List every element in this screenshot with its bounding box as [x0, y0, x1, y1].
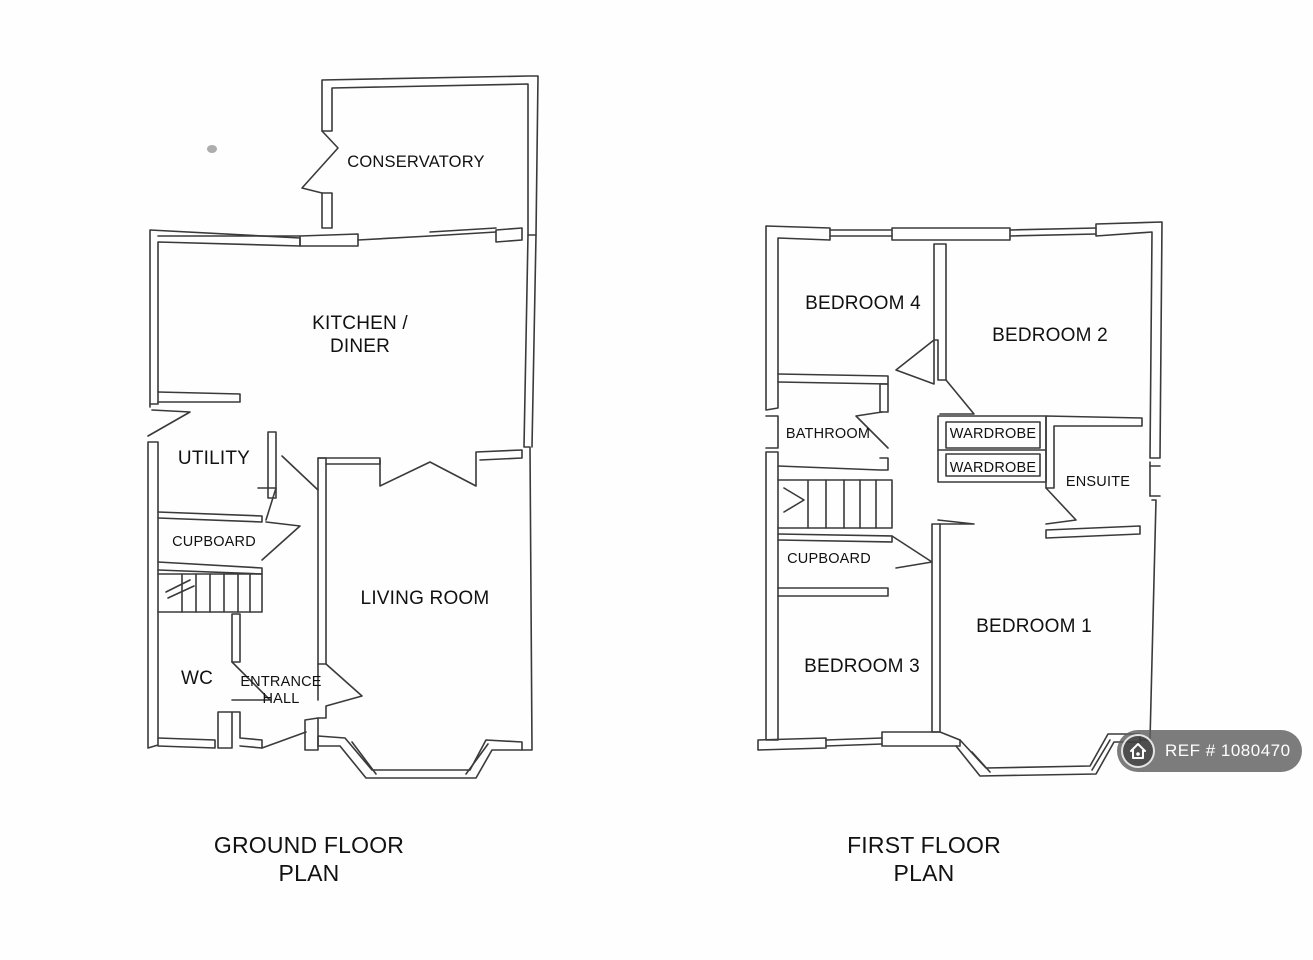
room-label-kitchen-diner: KITCHEN / DINER	[312, 313, 408, 357]
room-label-bedroom-4: BEDROOM 4	[805, 293, 921, 314]
ground-floor-walls	[147, 75, 539, 779]
room-label-ground-cupboard: CUPBOARD	[172, 534, 256, 550]
room-label-living-room: LIVING ROOM	[360, 588, 490, 609]
first-floor-walls	[757, 221, 1163, 777]
room-label-wardrobe-lower: WARDROBE	[949, 460, 1037, 476]
room-label-bathroom: BATHROOM	[785, 426, 871, 442]
room-label-first-cupboard: CUPBOARD	[787, 551, 871, 567]
room-label-bedroom-2: BEDROOM 2	[992, 325, 1108, 346]
room-label-wardrobe-upper: WARDROBE	[949, 426, 1037, 442]
room-label-utility: UTILITY	[177, 448, 251, 469]
ref-badge: REF # 1080470	[1117, 730, 1302, 772]
first-floor-title: FIRST FLOOR PLAN	[847, 832, 1001, 886]
room-label-bedroom-3: BEDROOM 3	[804, 656, 920, 677]
room-label-wc: WC	[180, 668, 214, 689]
ref-badge-text: REF # 1080470	[1165, 741, 1291, 760]
room-label-bedroom-1: BEDROOM 1	[976, 616, 1092, 637]
room-label-conservatory: CONSERVATORY	[347, 153, 485, 171]
home-logo-icon	[1121, 734, 1155, 768]
paper-smudge	[207, 145, 217, 153]
room-label-ensuite: ENSUITE	[1065, 474, 1131, 490]
room-label-entrance-hall: ENTRANCE HALL	[240, 674, 322, 708]
ground-floor-title: GROUND FLOOR PLAN	[213, 832, 405, 886]
